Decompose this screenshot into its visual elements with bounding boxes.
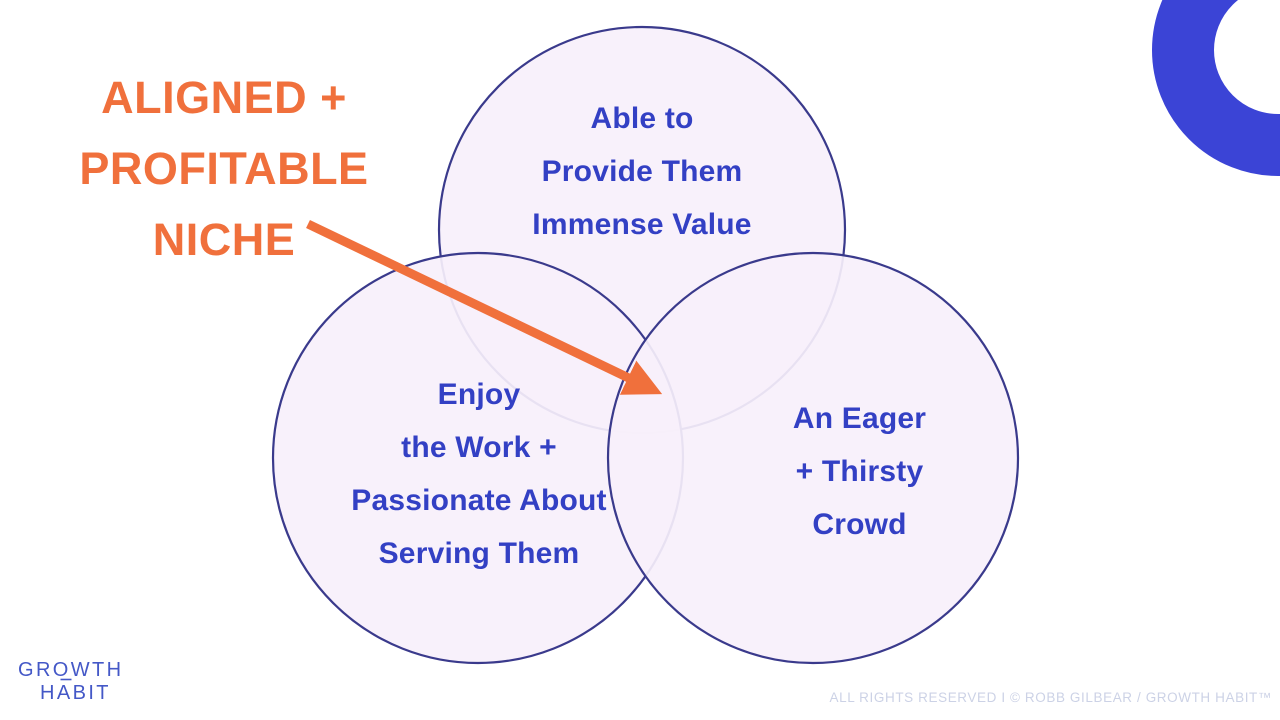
headline-line-3: NICHE: [152, 214, 296, 265]
growth-habit-logo-icon: GROWTH HABIT: [18, 659, 124, 704]
logo-line-2: HABIT: [40, 682, 111, 704]
venn-label-left-line-2: the Work +: [401, 431, 557, 464]
venn-label-right-line-3: Crowd: [812, 508, 907, 541]
copyright-footer: ALL RIGHTS RESERVED I © ROBB GILBEAR / G…: [829, 690, 1272, 705]
venn-label-left-line-3: Passionate About: [351, 484, 607, 517]
venn-label-left-line-1: Enjoy: [437, 378, 521, 411]
headline-line-2: PROFITABLE: [79, 143, 369, 194]
venn-label-top-line-2: Provide Them: [541, 155, 743, 188]
venn-label-left: Enjoy the Work + Passionate About Servin…: [275, 368, 683, 580]
logo-line-1: GROWTH: [18, 659, 124, 681]
venn-label-top: Able to Provide Them Immense Value: [442, 92, 842, 251]
growth-habit-logo: GROWTH HABIT: [18, 657, 178, 705]
venn-circle-right: [606, 251, 1020, 665]
venn-label-left-line-4: Serving Them: [378, 537, 580, 570]
venn-label-top-line-3: Immense Value: [532, 208, 752, 241]
venn-label-right: An Eager + Thirsty Crowd: [712, 392, 1007, 551]
venn-label-top-line-1: Able to: [590, 102, 694, 135]
venn-label-right-line-1: An Eager: [792, 402, 927, 435]
headline-aligned-profitable-niche: ALIGNED + PROFITABLE NICHE: [44, 62, 404, 275]
venn-label-right-line-2: + Thirsty: [795, 455, 924, 488]
annotation-arrow: [306, 219, 663, 395]
headline-line-1: ALIGNED +: [101, 72, 347, 123]
